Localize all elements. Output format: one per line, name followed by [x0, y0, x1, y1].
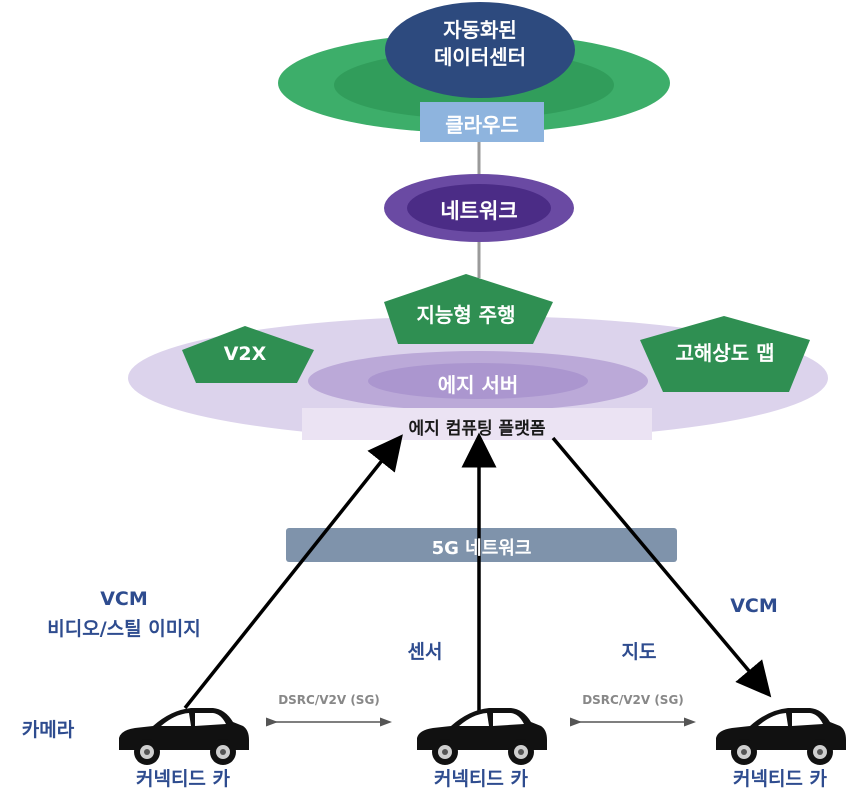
- edge-server-label: 에지 서버: [437, 373, 519, 397]
- network-label: 네트워크: [440, 199, 518, 223]
- cloud-box: [420, 102, 544, 142]
- net-5g-bar: [286, 528, 677, 562]
- car-right-label: 커넥티드 카: [732, 768, 827, 790]
- datacenter-label-line2: 데이터센터: [434, 45, 526, 69]
- camera-label: 카메라: [21, 719, 75, 741]
- car-right: [716, 708, 846, 765]
- car-center-label: 커넥티드 카: [433, 768, 528, 790]
- v2x-label: V2X: [223, 343, 267, 365]
- sensor-label: 센서: [407, 641, 443, 663]
- car-left-label: 커넥티드 카: [135, 768, 230, 790]
- arrow-left-up: [183, 434, 403, 710]
- dsrc-right-label: DSRC/V2V (SG): [582, 693, 684, 707]
- car-center: [417, 708, 547, 765]
- autonomous-pentagon: [384, 274, 553, 344]
- network-node-inner: [407, 184, 551, 232]
- edge-ring-core: [368, 363, 588, 399]
- net-5g-label: 5G 네트워크: [431, 538, 532, 559]
- vcm-left-label: VCM: [100, 588, 148, 610]
- hdmap-label: 고해상도 맵: [675, 341, 775, 365]
- vcm-right-label: VCM: [730, 595, 778, 617]
- datacenter-node: [385, 2, 575, 98]
- dsrc-left-label: DSRC/V2V (SG): [278, 693, 380, 707]
- edge-platform-label: 에지 컴퓨팅 플랫폼: [408, 419, 546, 439]
- datacenter-label-line1: 자동화된: [443, 18, 517, 42]
- video-still-label: 비디오/스틸 이미지: [47, 618, 201, 640]
- v2x-pentagon: [182, 326, 314, 383]
- cloud-label: 클라우드: [445, 113, 519, 137]
- datacenter-label: 자동화된 데이터센터: [410, 17, 550, 71]
- hdmap-pentagon: [640, 316, 810, 392]
- car-left: [119, 708, 249, 765]
- map-label: 지도: [621, 641, 657, 663]
- arrow-right-down: [551, 436, 772, 698]
- autonomous-label: 지능형 주행: [416, 303, 516, 327]
